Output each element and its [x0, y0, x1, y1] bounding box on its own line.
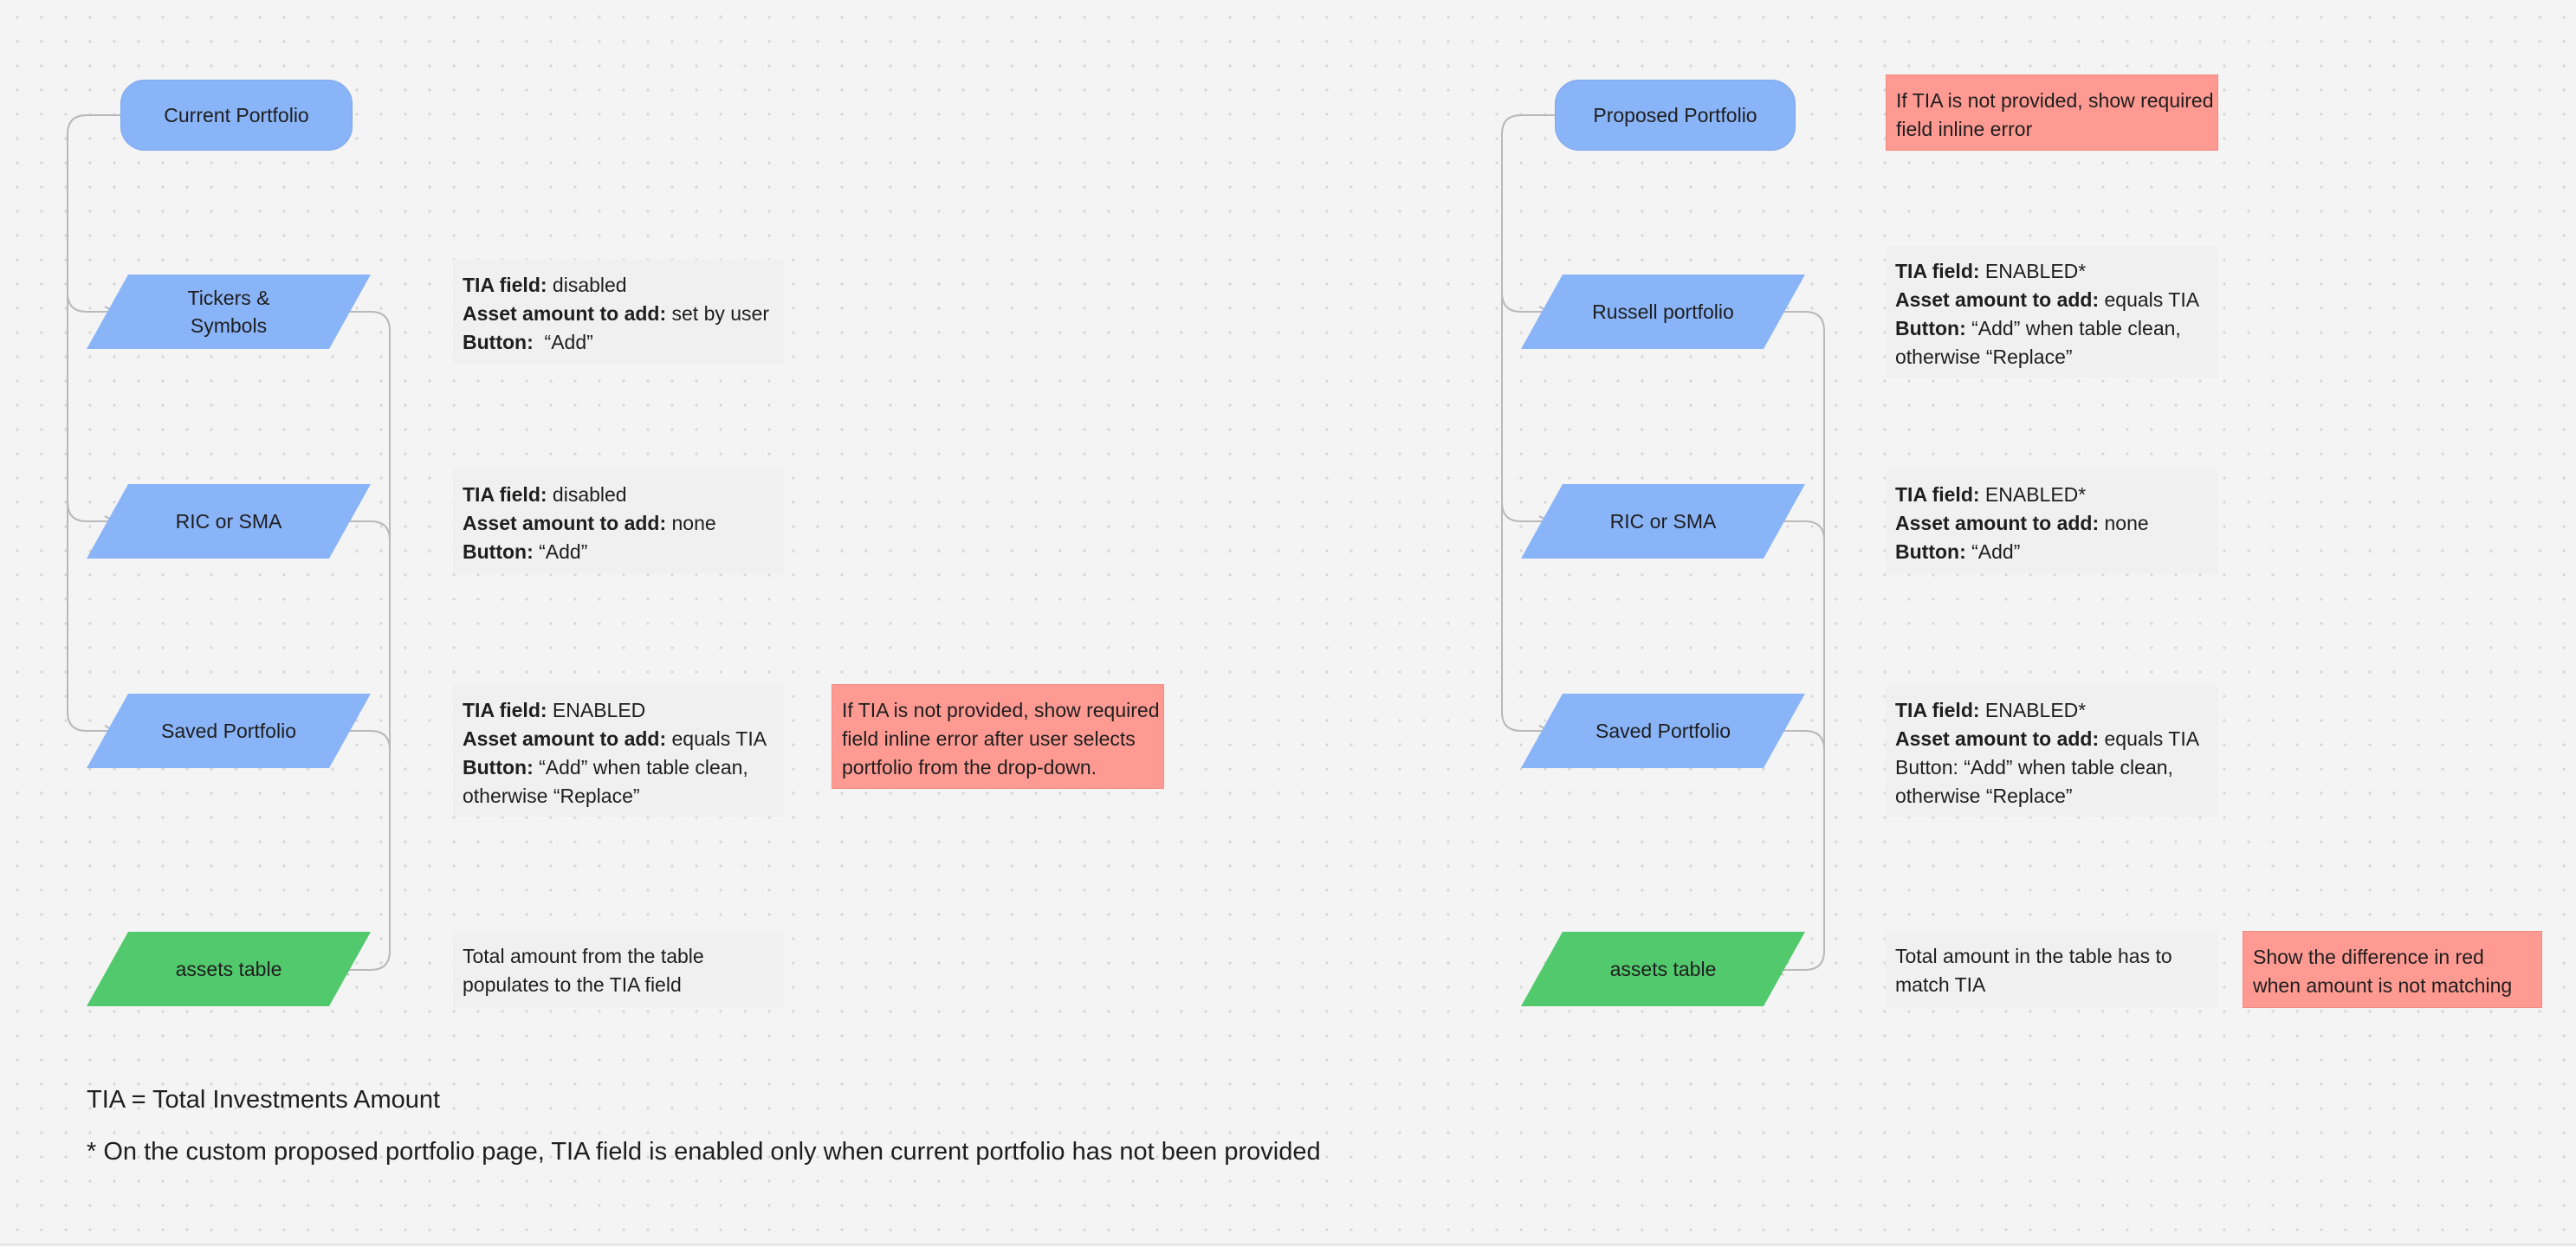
- canvas-bottom-edge: [0, 1244, 2576, 1245]
- saved-portfolio-note: TIA field: ENABLED Asset amount to add: …: [453, 685, 784, 817]
- current-portfolio-label: Current Portfolio: [164, 104, 309, 126]
- tickers-note: TIA field: disabled Asset amount to add:…: [453, 260, 784, 364]
- tickers-symbols-label: Tickers & Symbols: [187, 287, 270, 337]
- connector-saved-to-assets-right: [1783, 730, 1825, 751]
- saved-portfolio-label-right: Saved Portfolio: [1595, 720, 1731, 742]
- ric-sma-label-right: RIC or SMA: [1609, 510, 1717, 533]
- connector-tickers-to-assets: [340, 311, 391, 970]
- connector-ric-to-assets-right: [1783, 520, 1825, 541]
- saved-portfolio-node-right[interactable]: Saved Portfolio: [1521, 694, 1805, 768]
- connector-proposed-to-russell: [1501, 114, 1556, 312]
- russell-portfolio-label: Russell portfolio: [1592, 300, 1734, 323]
- russell-note: TIA field: ENABLED* Asset amount to add:…: [1886, 246, 2218, 378]
- tia-legend: TIA = Total Investments Amount: [87, 1086, 441, 1114]
- ric-sma-note-right: TIA field: ENABLED* Asset amount to add:…: [1886, 469, 2218, 573]
- saved-portfolio-warning: If TIA is not provided, show required fi…: [832, 684, 1164, 789]
- proposed-portfolio-node[interactable]: Proposed Portfolio: [1555, 80, 1796, 151]
- assets-table-note-right: Total amount in the table has to match T…: [1886, 931, 2218, 1008]
- assets-table-warning-right: Show the difference in red when amount i…: [2243, 931, 2542, 1008]
- tia-footnote: * On the custom proposed portfolio page,…: [87, 1138, 1321, 1166]
- ric-sma-note: TIA field: disabled Asset amount to add:…: [453, 469, 784, 573]
- proposed-portfolio-label: Proposed Portfolio: [1593, 104, 1757, 126]
- ric-sma-label: RIC or SMA: [175, 510, 282, 533]
- saved-portfolio-note-right: TIA field: ENABLED* Asset amount to add:…: [1886, 685, 2218, 817]
- current-portfolio-node[interactable]: Current Portfolio: [120, 80, 353, 151]
- connector-saved-to-assets: [348, 730, 391, 751]
- assets-table-label: assets table: [175, 958, 282, 980]
- saved-portfolio-node[interactable]: Saved Portfolio: [87, 694, 371, 768]
- assets-table-note: Total amount from the table populates to…: [453, 931, 784, 1008]
- connector-current-to-tickers: [67, 114, 121, 312]
- ric-sma-node[interactable]: RIC or SMA: [87, 484, 371, 559]
- assets-table-label-right: assets table: [1609, 958, 1717, 980]
- assets-table-node[interactable]: assets table: [87, 932, 371, 1006]
- connector-ric-to-assets: [348, 520, 391, 541]
- tickers-symbols-node[interactable]: Tickers & Symbols: [87, 275, 371, 349]
- connector-russell-to-assets: [1774, 311, 1825, 970]
- assets-table-node-right[interactable]: assets table: [1521, 932, 1805, 1006]
- ric-sma-node-right[interactable]: RIC or SMA: [1521, 484, 1805, 559]
- russell-portfolio-node[interactable]: Russell portfolio: [1521, 275, 1805, 349]
- proposed-portfolio-warning: If TIA is not provided, show required fi…: [1886, 74, 2218, 151]
- saved-portfolio-label: Saved Portfolio: [161, 720, 296, 742]
